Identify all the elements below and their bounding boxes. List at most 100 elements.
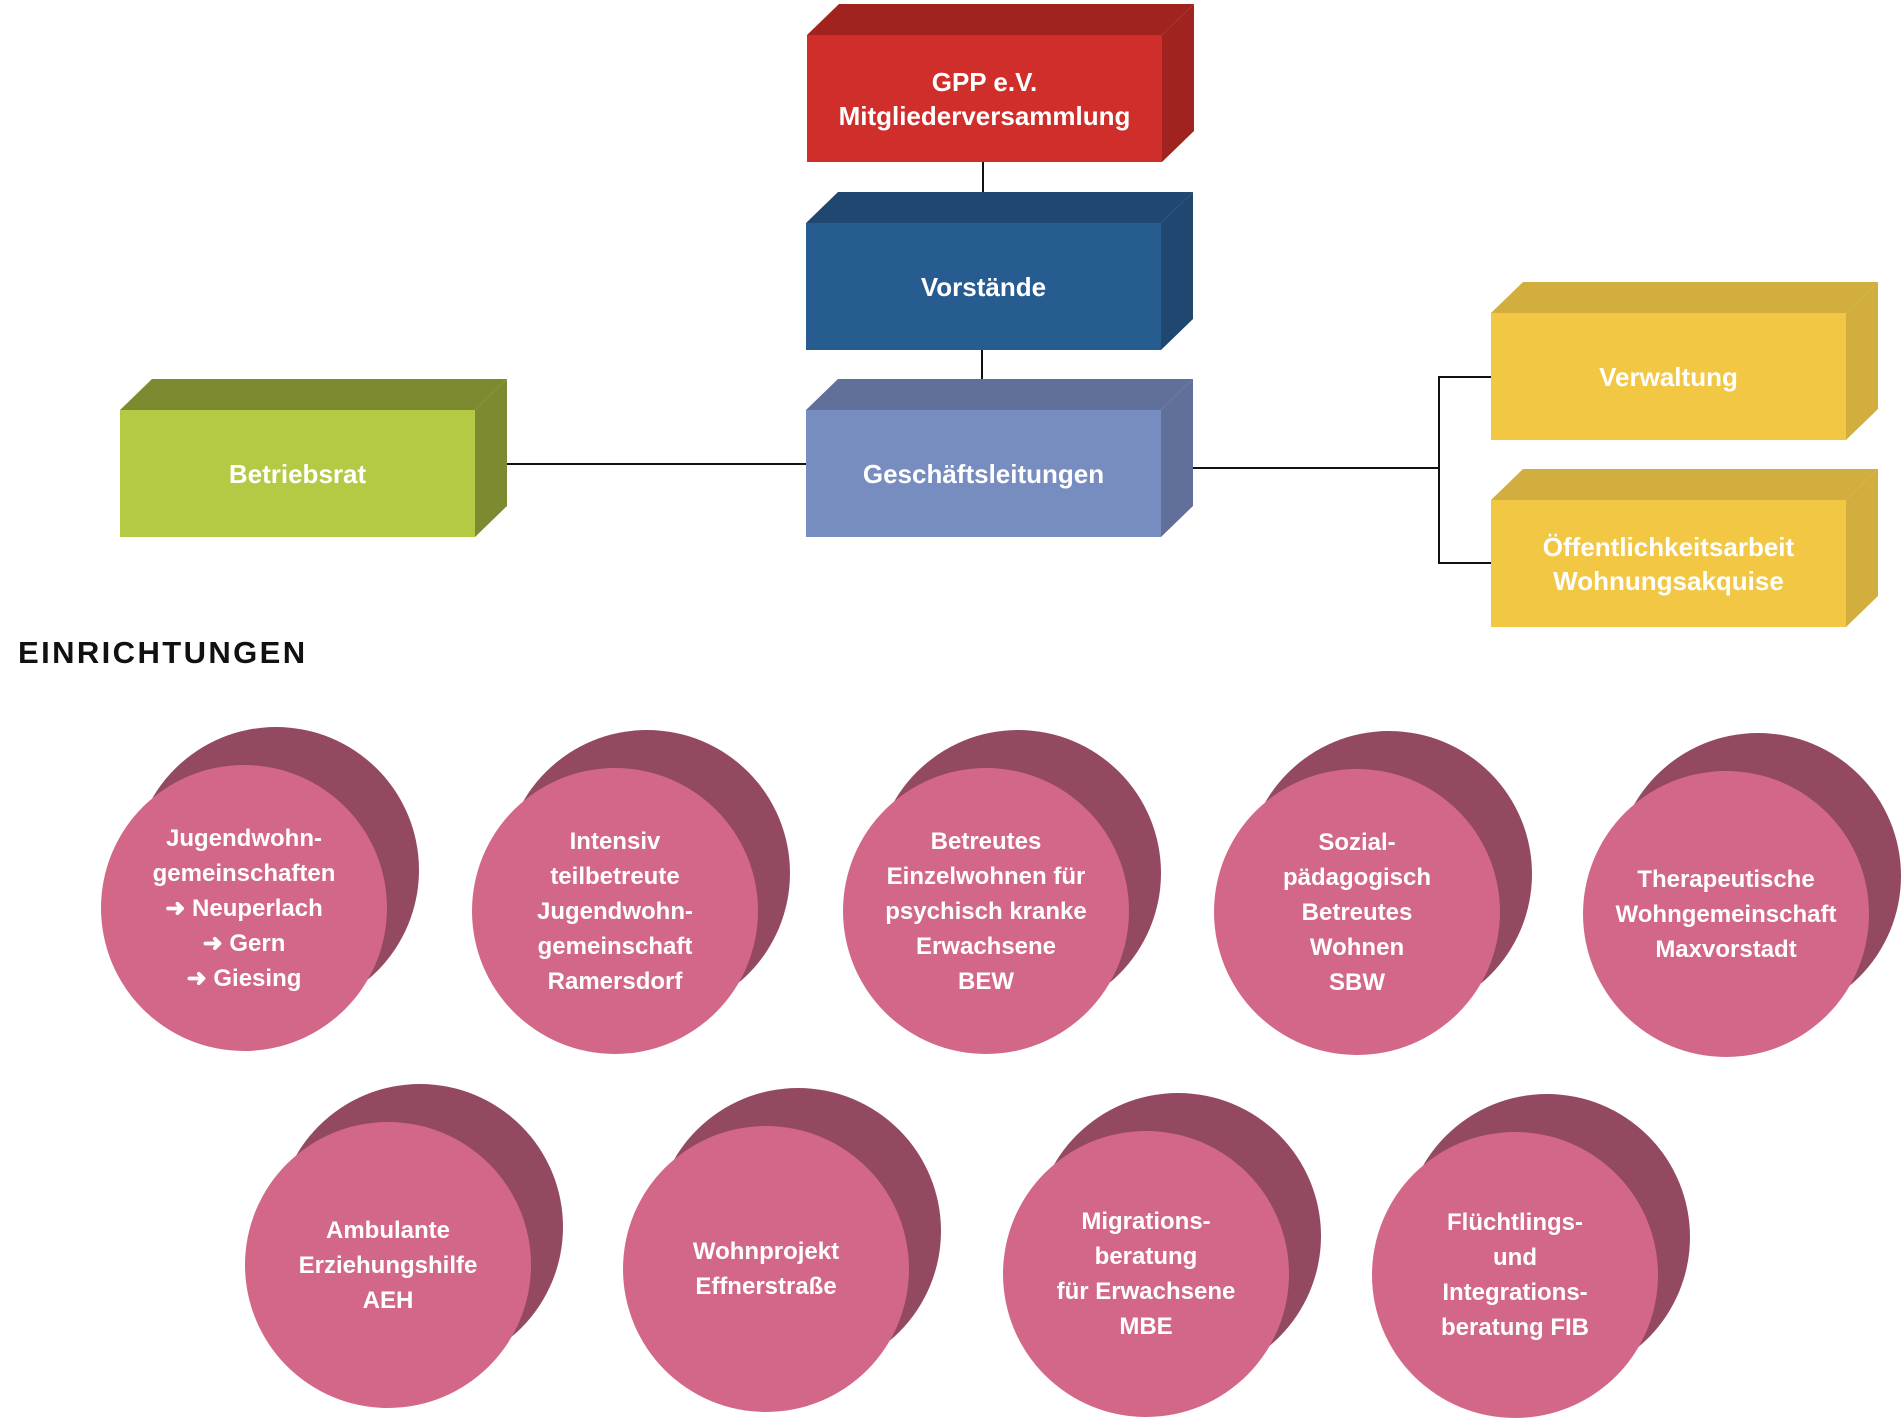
box-top-face — [807, 4, 1194, 35]
facility-label-line: Wohnen — [1309, 933, 1405, 961]
facility-label-line: Maxvorstadt — [1655, 935, 1797, 963]
facility-label-line: Betreutes — [1301, 898, 1413, 926]
facility-label-line: Flüchtlings- — [1447, 1209, 1583, 1236]
facility-label-line: ➜ Neuperlach — [165, 894, 323, 922]
section-heading: EINRICHTUNGEN — [18, 635, 308, 670]
facility-label: Wohnprojekt Effnerstraße — [631, 1126, 901, 1412]
facility-label: Intensiv teilbetreute Jugendwohn- gemein… — [480, 768, 750, 1054]
box-label-line: Verwaltung — [1599, 361, 1738, 392]
box-side-face — [1161, 192, 1193, 350]
facility-label-line: Ambulante — [325, 1216, 450, 1244]
box-label-line: Mitgliederversammlung — [838, 100, 1131, 131]
facility-label-line: Migrations- — [1081, 1208, 1211, 1235]
facility-circle: Ambulante Erziehungshilfe AEH — [245, 1084, 563, 1408]
facility-label-line: Erwachsene — [915, 932, 1057, 960]
works-council-label: Betriebsrat — [120, 410, 475, 537]
facility-label-line: Therapeutische — [1637, 865, 1815, 893]
management-label: Geschäftsleitungen — [806, 410, 1161, 537]
box-top-face — [120, 379, 507, 410]
box-side-face — [475, 379, 507, 537]
facility-label-line: ➜ Giesing — [186, 964, 302, 992]
public-relations-box: Öffentlichkeitsarbeit Wohnungsakquise — [1491, 469, 1878, 627]
facility-label-line: Erziehungshilfe — [298, 1251, 478, 1279]
facility-label-line: BEW — [958, 967, 1014, 995]
facility-front-circle — [1583, 771, 1869, 1057]
box-front-face — [120, 410, 475, 537]
box-top-face — [1491, 469, 1878, 500]
facility-label-line: Jugendwohn- — [537, 897, 693, 925]
works-council-box: Betriebsrat — [120, 379, 507, 537]
facility-label: Flüchtlings- und Integrations- beratung … — [1380, 1132, 1650, 1418]
facility-front-circle — [472, 768, 758, 1054]
box-label-line: GPP e.V. — [931, 66, 1038, 97]
box-front-face — [806, 410, 1161, 537]
facility-label-line: AEH — [362, 1286, 414, 1314]
box-front-face — [1491, 500, 1846, 627]
facility-circle: Sozial- pädagogisch Betreutes Wohnen SBW — [1214, 731, 1532, 1055]
facility-label-line: gemeinschaft — [537, 932, 693, 960]
facility-circle: Flüchtlings- und Integrations- beratung … — [1372, 1094, 1690, 1418]
facility-label: Migrations- beratung für Erwachsene MBE — [1011, 1131, 1281, 1417]
members-assembly-box: GPP e.V. Mitgliederversammlung — [807, 4, 1194, 162]
facility-front-circle — [1214, 769, 1500, 1055]
boards-label: Vorstände — [806, 223, 1161, 350]
facility-label: Ambulante Erziehungshilfe AEH — [253, 1122, 523, 1408]
facility-front-circle — [1372, 1132, 1658, 1418]
box-label-line: Wohnungsakquise — [1553, 565, 1784, 596]
facility-front-circle — [843, 768, 1129, 1054]
facility-label-line: gemeinschaften — [152, 859, 336, 887]
box-side-face — [1161, 379, 1193, 537]
boards-box: Vorstände — [806, 192, 1193, 350]
facility-label-line: teilbetreute — [550, 862, 680, 890]
box-label-line: Geschäftsleitungen — [862, 458, 1105, 489]
public-relations-label: Öffentlichkeitsarbeit Wohnungsakquise — [1491, 500, 1846, 627]
box-label-line: Vorstände — [920, 271, 1047, 302]
box-top-face — [806, 379, 1193, 410]
facility-circle: Intensiv teilbetreute Jugendwohn- gemein… — [472, 730, 790, 1054]
facility-label: Betreutes Einzelwohnen für psychisch kra… — [851, 768, 1121, 1054]
facility-label-line: SBW — [1329, 968, 1385, 996]
facility-label-line: Jugendwohn- — [166, 824, 322, 852]
facility-label-line: ➜ Gern — [202, 929, 286, 957]
facility-label-line: pädagogisch — [1282, 863, 1432, 891]
facility-label-line: beratung — [1094, 1243, 1198, 1270]
facility-label-line: Ramersdorf — [547, 967, 683, 995]
facility-label-line: Wohnprojekt — [692, 1238, 840, 1265]
box-front-face — [1491, 313, 1846, 440]
box-top-face — [1491, 282, 1878, 313]
administration-label: Verwaltung — [1491, 313, 1846, 440]
administration-box: Verwaltung — [1491, 282, 1878, 440]
facility-circle: Jugendwohn- gemeinschaften ➜ Neuperlach … — [101, 727, 419, 1051]
facility-label-line: Effnerstraße — [695, 1273, 837, 1300]
box-side-face — [1846, 469, 1878, 627]
facility-label-line: psychisch kranke — [885, 897, 1087, 925]
facility-label-line: Wohngemeinschaft — [1615, 900, 1837, 928]
facility-circle: Wohnprojekt Effnerstraße — [623, 1088, 941, 1412]
facility-label-line: Betreutes — [930, 827, 1042, 855]
management-box: Geschäftsleitungen — [806, 379, 1193, 537]
facility-circle: Migrations- beratung für Erwachsene MBE — [1003, 1093, 1321, 1417]
members-assembly-label: GPP e.V. Mitgliederversammlung — [807, 35, 1162, 162]
facility-circle: Betreutes Einzelwohnen für psychisch kra… — [843, 730, 1161, 1054]
facility-label-line: Integrations- — [1442, 1279, 1588, 1306]
facility-label: Therapeutische Wohngemeinschaft Maxvorst… — [1591, 771, 1861, 1057]
facility-label: Jugendwohn- gemeinschaften ➜ Neuperlach … — [109, 765, 379, 1051]
facility-label-line: Sozial- — [1318, 828, 1396, 856]
facility-circle: Therapeutische Wohngemeinschaft Maxvorst… — [1583, 733, 1901, 1057]
box-side-face — [1162, 4, 1194, 162]
facility-front-circle — [1003, 1131, 1289, 1417]
facility-front-circle — [101, 765, 387, 1051]
facility-label: Sozial- pädagogisch Betreutes Wohnen SBW — [1222, 769, 1492, 1055]
facility-label-line: und — [1493, 1244, 1537, 1271]
box-side-face — [1846, 282, 1878, 440]
box-front-face — [807, 35, 1162, 162]
box-front-face — [806, 223, 1161, 350]
facility-label-line: MBE — [1119, 1313, 1173, 1340]
facility-front-circle — [623, 1126, 909, 1412]
box-top-face — [806, 192, 1193, 223]
box-label-line: Öffentlichkeitsarbeit — [1542, 531, 1795, 562]
facility-label-line: beratung FIB — [1441, 1314, 1589, 1341]
facility-label-line: für Erwachsene — [1056, 1278, 1236, 1305]
box-label-line: Betriebsrat — [228, 458, 367, 489]
